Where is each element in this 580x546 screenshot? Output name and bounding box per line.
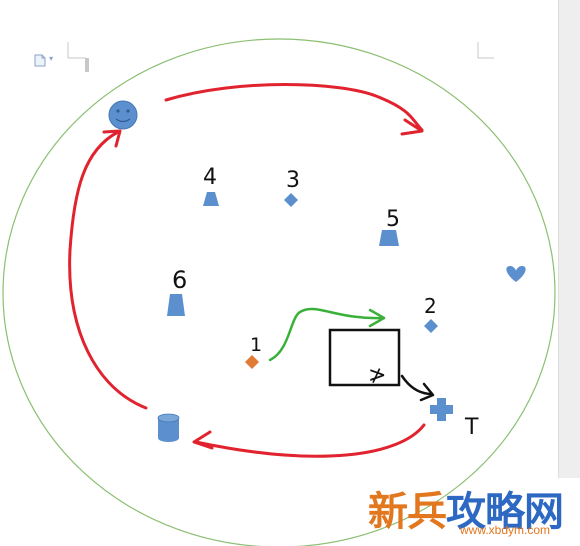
- cylinder-shape[interactable]: [157, 413, 180, 442]
- trapezoid-shape-5[interactable]: [379, 230, 399, 246]
- moon-icon[interactable]: [434, 104, 452, 133]
- target-box[interactable]: [328, 328, 401, 387]
- page-glyph: [34, 54, 46, 67]
- watermark-part1: 新兵: [368, 489, 447, 535]
- red-arrow-top: [164, 83, 424, 132]
- black-arrow: [400, 374, 434, 396]
- page-corner-tab: [85, 58, 89, 72]
- vertical-scrollbar[interactable]: [558, 0, 580, 478]
- doc-menu-chevron-icon[interactable]: ▾: [49, 54, 54, 63]
- heart-icon[interactable]: [506, 266, 526, 282]
- page-corner-mark-left: [67, 42, 86, 59]
- label-t: T: [464, 415, 479, 440]
- label-6: 6: [172, 266, 187, 294]
- label-2: 2: [424, 294, 437, 318]
- label-1: 1: [250, 334, 262, 356]
- green-arrow: [268, 307, 386, 362]
- watermark-part2: 攻略网: [446, 489, 564, 535]
- red-arrow-left-head: [102, 129, 122, 148]
- page-corner-mark-right: [477, 42, 494, 59]
- diamond-shape-2[interactable]: [424, 319, 438, 333]
- site-watermark: 新兵攻略网 www.xbdym.com: [362, 488, 578, 544]
- cross-shape[interactable]: [430, 398, 453, 421]
- watermark-url: www.xbdym.com: [460, 523, 551, 537]
- diamond-shape-1[interactable]: [245, 355, 259, 369]
- green-arrow-head: [368, 308, 386, 328]
- trapezoid-shape-6[interactable]: [167, 294, 185, 316]
- diamond-shape-3[interactable]: [284, 193, 298, 207]
- red-arrow-bottom-head: [192, 430, 214, 450]
- watermark-title: 新兵攻略网: [368, 488, 564, 536]
- label-5: 5: [386, 207, 400, 232]
- label-4: 4: [203, 165, 217, 190]
- outer-circle: [2, 38, 556, 546]
- red-arrow-bottom: [194, 423, 426, 458]
- smiley-icon[interactable]: [108, 100, 138, 130]
- red-arrow-left: [68, 130, 148, 410]
- document-icon[interactable]: ▾: [34, 54, 56, 68]
- trapezoid-shape-4[interactable]: [203, 192, 219, 206]
- red-arrow-top-head: [400, 118, 424, 136]
- label-3: 3: [286, 168, 300, 193]
- box-mark-label: ≯: [368, 363, 386, 388]
- black-arrow-head: [419, 382, 435, 402]
